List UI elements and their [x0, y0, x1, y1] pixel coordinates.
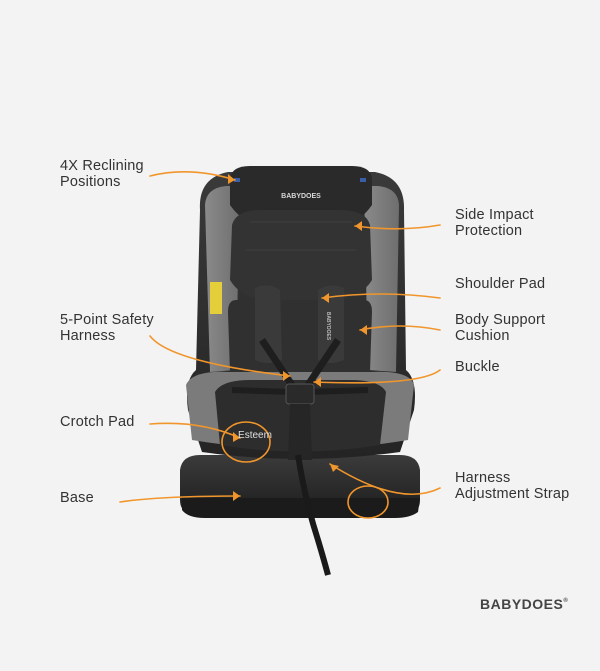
label-harness: 5-Point Safety Harness	[60, 312, 154, 344]
brand-mark: ®	[563, 598, 569, 604]
recline-clip-left	[234, 178, 240, 182]
harness-adjustment-strap	[295, 454, 331, 576]
crotch-pad	[288, 404, 312, 460]
harness-lap-right	[307, 387, 369, 395]
label-buckle: Buckle	[455, 359, 500, 375]
label-harness-strap: Harness Adjustment Strap	[455, 470, 570, 502]
base-foot-left	[182, 498, 420, 518]
harness-lap-left	[231, 387, 293, 395]
strap-ring	[347, 485, 389, 519]
label-crotch-pad: Crotch Pad	[60, 414, 135, 430]
arrow-side-impact	[354, 224, 441, 230]
label-side-impact: Side Impact Protection	[455, 207, 534, 239]
label-body-support: Body Support Cushion	[455, 312, 546, 344]
label-reclining: 4X Reclining Positions	[60, 158, 144, 190]
arrow-reclining	[149, 171, 236, 181]
buckle	[285, 383, 315, 405]
brand-name: BABYDOES	[480, 596, 564, 612]
head-insert	[230, 210, 372, 300]
arrow-harness-strap	[329, 463, 441, 496]
body-support-cushion	[228, 300, 372, 372]
headrest-brand-text: BABYDOES	[281, 193, 321, 200]
head-insert-stitch	[246, 221, 356, 251]
brand-logo: BABYDOES®	[480, 596, 568, 612]
arrow-buckle	[313, 369, 441, 384]
warning-label	[210, 282, 222, 314]
shoulder-brand-text: BABYDOES	[325, 312, 331, 341]
cushion-name-text: Esteem	[238, 430, 272, 441]
arrow-crotch-pad	[149, 422, 241, 439]
harness-strap-right	[305, 338, 341, 387]
arrow-harness	[149, 335, 291, 377]
arrow-heads	[228, 174, 367, 501]
callout-arrows	[119, 171, 441, 519]
arrow-base	[119, 495, 241, 503]
label-shoulder-pad: Shoulder Pad	[455, 276, 546, 292]
arrow-shoulder-pad	[321, 293, 441, 299]
label-base: Base	[60, 490, 94, 506]
headrest	[230, 166, 372, 224]
crotch-pad-ring	[221, 421, 271, 463]
recline-clip-right	[360, 178, 366, 182]
arrow-body-support	[359, 325, 441, 331]
